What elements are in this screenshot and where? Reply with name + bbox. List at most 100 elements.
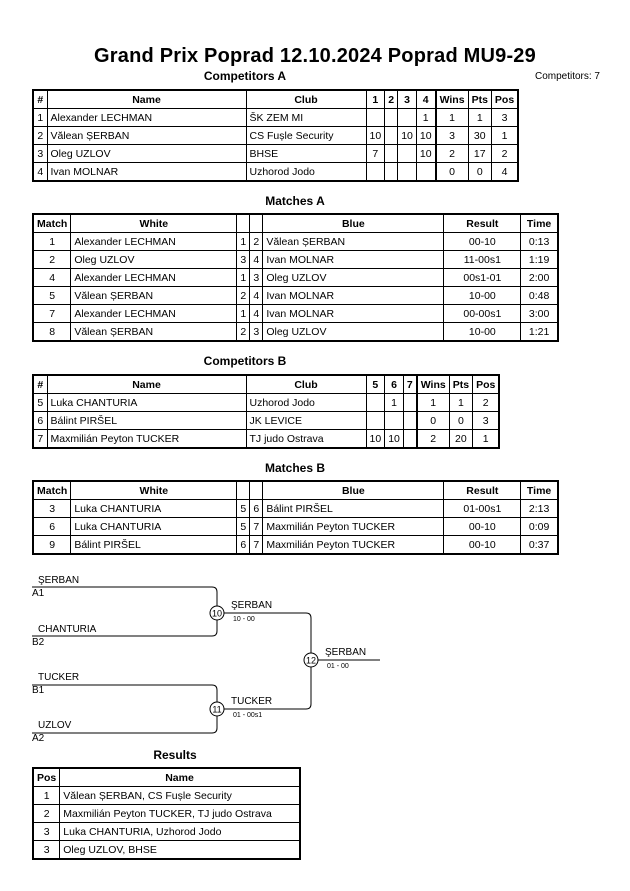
bracket-entry-name: CHANTURIA: [38, 624, 97, 635]
table-cell: 1: [384, 393, 404, 412]
match-number: 11: [212, 705, 221, 715]
table-cell: 3: [236, 250, 251, 269]
table-cell: 4: [32, 268, 72, 287]
table-cell: Vălean ȘERBAN: [70, 322, 238, 342]
column-header: Wins: [415, 374, 450, 394]
table-cell: 1: [236, 232, 251, 251]
table-cell: 2: [490, 144, 519, 163]
column-header: #: [32, 89, 48, 109]
table-cell: 00-00s1: [443, 304, 522, 323]
bracket-entry-name: TUCKER: [38, 672, 79, 683]
table-cell: 2: [236, 322, 251, 342]
column-header: Pos: [490, 89, 519, 109]
table-cell: 3: [472, 411, 500, 430]
table-cell: [397, 144, 417, 163]
bracket-entry-seed: B2: [32, 637, 45, 648]
table-cell: 1: [434, 108, 469, 127]
table-cell: 2: [415, 429, 450, 449]
column-header: 1: [365, 89, 386, 109]
column-header: Blue: [262, 480, 445, 500]
table-cell: 17: [467, 144, 492, 163]
column-header: 4: [415, 89, 437, 109]
table-cell: 0:09: [520, 517, 559, 536]
semi-winner-name: TUCKER: [231, 696, 272, 707]
column-header: Name: [46, 374, 247, 394]
final-score: 01 - 00: [327, 663, 349, 670]
table-cell: 00-10: [443, 535, 522, 555]
final-winner-name: ŞERBAN: [325, 647, 366, 658]
table-cell: Uzhorod Jodo: [245, 162, 367, 182]
table-cell: [365, 162, 386, 182]
table-cell: 0: [448, 411, 474, 430]
table-cell: 7: [249, 535, 264, 555]
table-cell: 1: [448, 393, 474, 412]
table-cell: 2: [249, 232, 264, 251]
table-cell: 3: [434, 126, 469, 145]
table-cell: [384, 108, 399, 127]
table-cell: 3: [32, 822, 61, 841]
table-cell: 00-10: [443, 232, 522, 251]
table-cell: BHSE: [245, 144, 367, 163]
column-header: Time: [520, 480, 559, 500]
table-cell: Ivan MOLNAR: [262, 250, 445, 269]
match-number: 12: [306, 656, 316, 666]
column-header: Pts: [448, 374, 474, 394]
column-header: 7: [402, 374, 418, 394]
column-header: 3: [397, 89, 417, 109]
table-cell: 0:48: [520, 286, 559, 305]
table-cell: 7: [249, 517, 264, 536]
table-cell: 7: [32, 429, 48, 449]
table-cell: Vălean ȘERBAN, CS Fușle Security: [59, 786, 301, 805]
table-cell: 00s1-01: [443, 268, 522, 287]
column-header: Match: [32, 480, 72, 500]
column-header: Club: [245, 374, 367, 394]
bracket-line: [32, 586, 218, 606]
table-cell: 2: [32, 804, 61, 823]
table-cell: 2: [32, 250, 72, 269]
column-header: Name: [59, 767, 301, 787]
table-cell: CS Fușle Security: [245, 126, 367, 145]
table-cell: Luka CHANTURIA, Uzhorod Jodo: [59, 822, 301, 841]
column-header: 5: [365, 374, 386, 394]
table-cell: 1: [32, 786, 61, 805]
table-cell: 1: [236, 268, 251, 287]
table-cell: 1: [236, 304, 251, 323]
table-cell: Vălean ȘERBAN: [70, 286, 238, 305]
table-cell: Maxmilián Peyton TUCKER: [262, 535, 445, 555]
table-cell: 1: [415, 393, 450, 412]
table-cell: [415, 162, 437, 182]
table-cell: [384, 126, 399, 145]
table-cell: 0:13: [520, 232, 559, 251]
table-cell: 1: [32, 232, 72, 251]
table-cell: Bálint PIRŠEL: [262, 499, 445, 518]
table-cell: 1: [490, 126, 519, 145]
column-header: 6: [384, 374, 404, 394]
table-cell: 4: [249, 286, 264, 305]
table-cell: 5: [32, 393, 48, 412]
table-cell: 8: [32, 322, 72, 342]
table-cell: Alexander LECHMAN: [70, 232, 238, 251]
table-cell: 5: [236, 517, 251, 536]
column-header: [236, 213, 251, 233]
table-cell: 2: [434, 144, 469, 163]
column-header: Club: [245, 89, 367, 109]
table-cell: 7: [32, 304, 72, 323]
section-title-competitors-b: Competitors B: [203, 354, 287, 368]
column-header: Time: [520, 213, 559, 233]
column-header: [236, 480, 251, 500]
